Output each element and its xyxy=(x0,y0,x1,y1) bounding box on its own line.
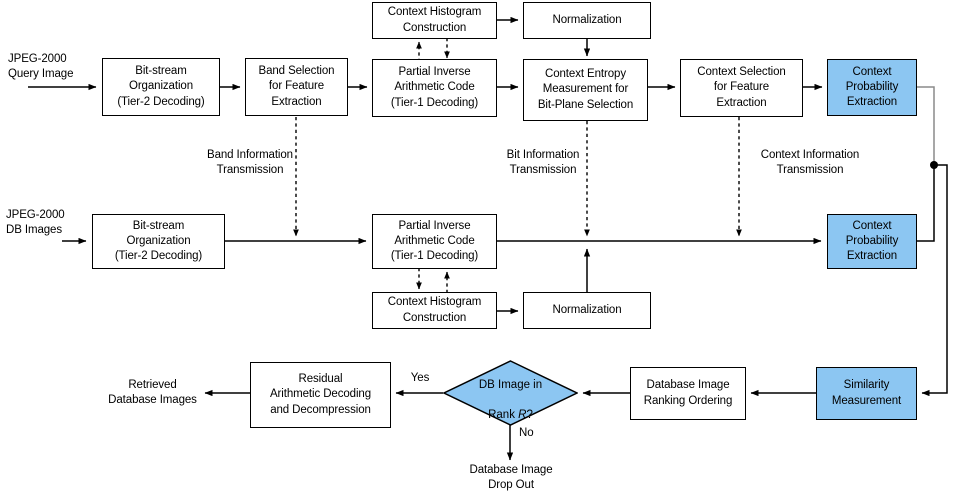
box-partial-inverse-arithmetic-db[interactable]: Partial Inverse Arithmetic Code (Tier-1 … xyxy=(372,214,497,269)
box-context-probability-extraction-db[interactable]: Context Probability Extraction xyxy=(827,214,917,269)
label-yes: Yes xyxy=(410,372,430,384)
label-retrieved-database-images: Retrieved Database Images xyxy=(108,379,197,407)
junction-dot xyxy=(930,161,938,169)
box-similarity-measurement[interactable]: Similarity Measurement xyxy=(816,367,917,420)
diamond-shape xyxy=(442,360,579,426)
label-jpeg2000-query-image: JPEG-2000 Query Image xyxy=(8,53,74,81)
box-normalization-db[interactable]: Normalization xyxy=(523,292,651,329)
label-no: No xyxy=(519,427,534,439)
box-partial-inverse-arithmetic-query[interactable]: Partial Inverse Arithmetic Code (Tier-1 … xyxy=(372,59,497,117)
label-bit-information-transmission: Bit Information Transmission xyxy=(506,149,580,177)
box-residual-arithmetic-decoding[interactable]: Residual Arithmetic Decoding and Decompr… xyxy=(250,362,391,428)
box-context-histogram-construction-db[interactable]: Context Histogram Construction xyxy=(372,292,497,329)
box-context-probability-extraction-query[interactable]: Context Probability Extraction xyxy=(827,59,917,116)
box-band-selection[interactable]: Band Selection for Feature Extraction xyxy=(245,58,348,116)
decision-db-image-in-rank[interactable]: DB Image in Rank R? xyxy=(442,360,579,426)
label-database-image-drop-out: Database Image Drop Out xyxy=(469,464,553,492)
box-normalization-query[interactable]: Normalization xyxy=(523,2,651,39)
box-bitstream-organization-query[interactable]: Bit-stream Organization (Tier-2 Decoding… xyxy=(102,58,220,116)
box-context-entropy-measurement[interactable]: Context Entropy Measurement for Bit-Plan… xyxy=(523,59,648,121)
box-context-selection[interactable]: Context Selection for Feature Extraction xyxy=(680,59,803,117)
box-context-histogram-construction-query[interactable]: Context Histogram Construction xyxy=(372,2,497,39)
label-context-information-transmission: Context Information Transmission xyxy=(760,149,860,177)
box-bitstream-organization-db[interactable]: Bit-stream Organization (Tier-2 Decoding… xyxy=(92,214,225,269)
label-band-information-transmission: Band Information Transmission xyxy=(207,149,293,177)
label-jpeg2000-db-images: JPEG-2000 DB Images xyxy=(6,209,65,237)
box-database-image-ranking[interactable]: Database Image Ranking Ordering xyxy=(630,367,746,420)
